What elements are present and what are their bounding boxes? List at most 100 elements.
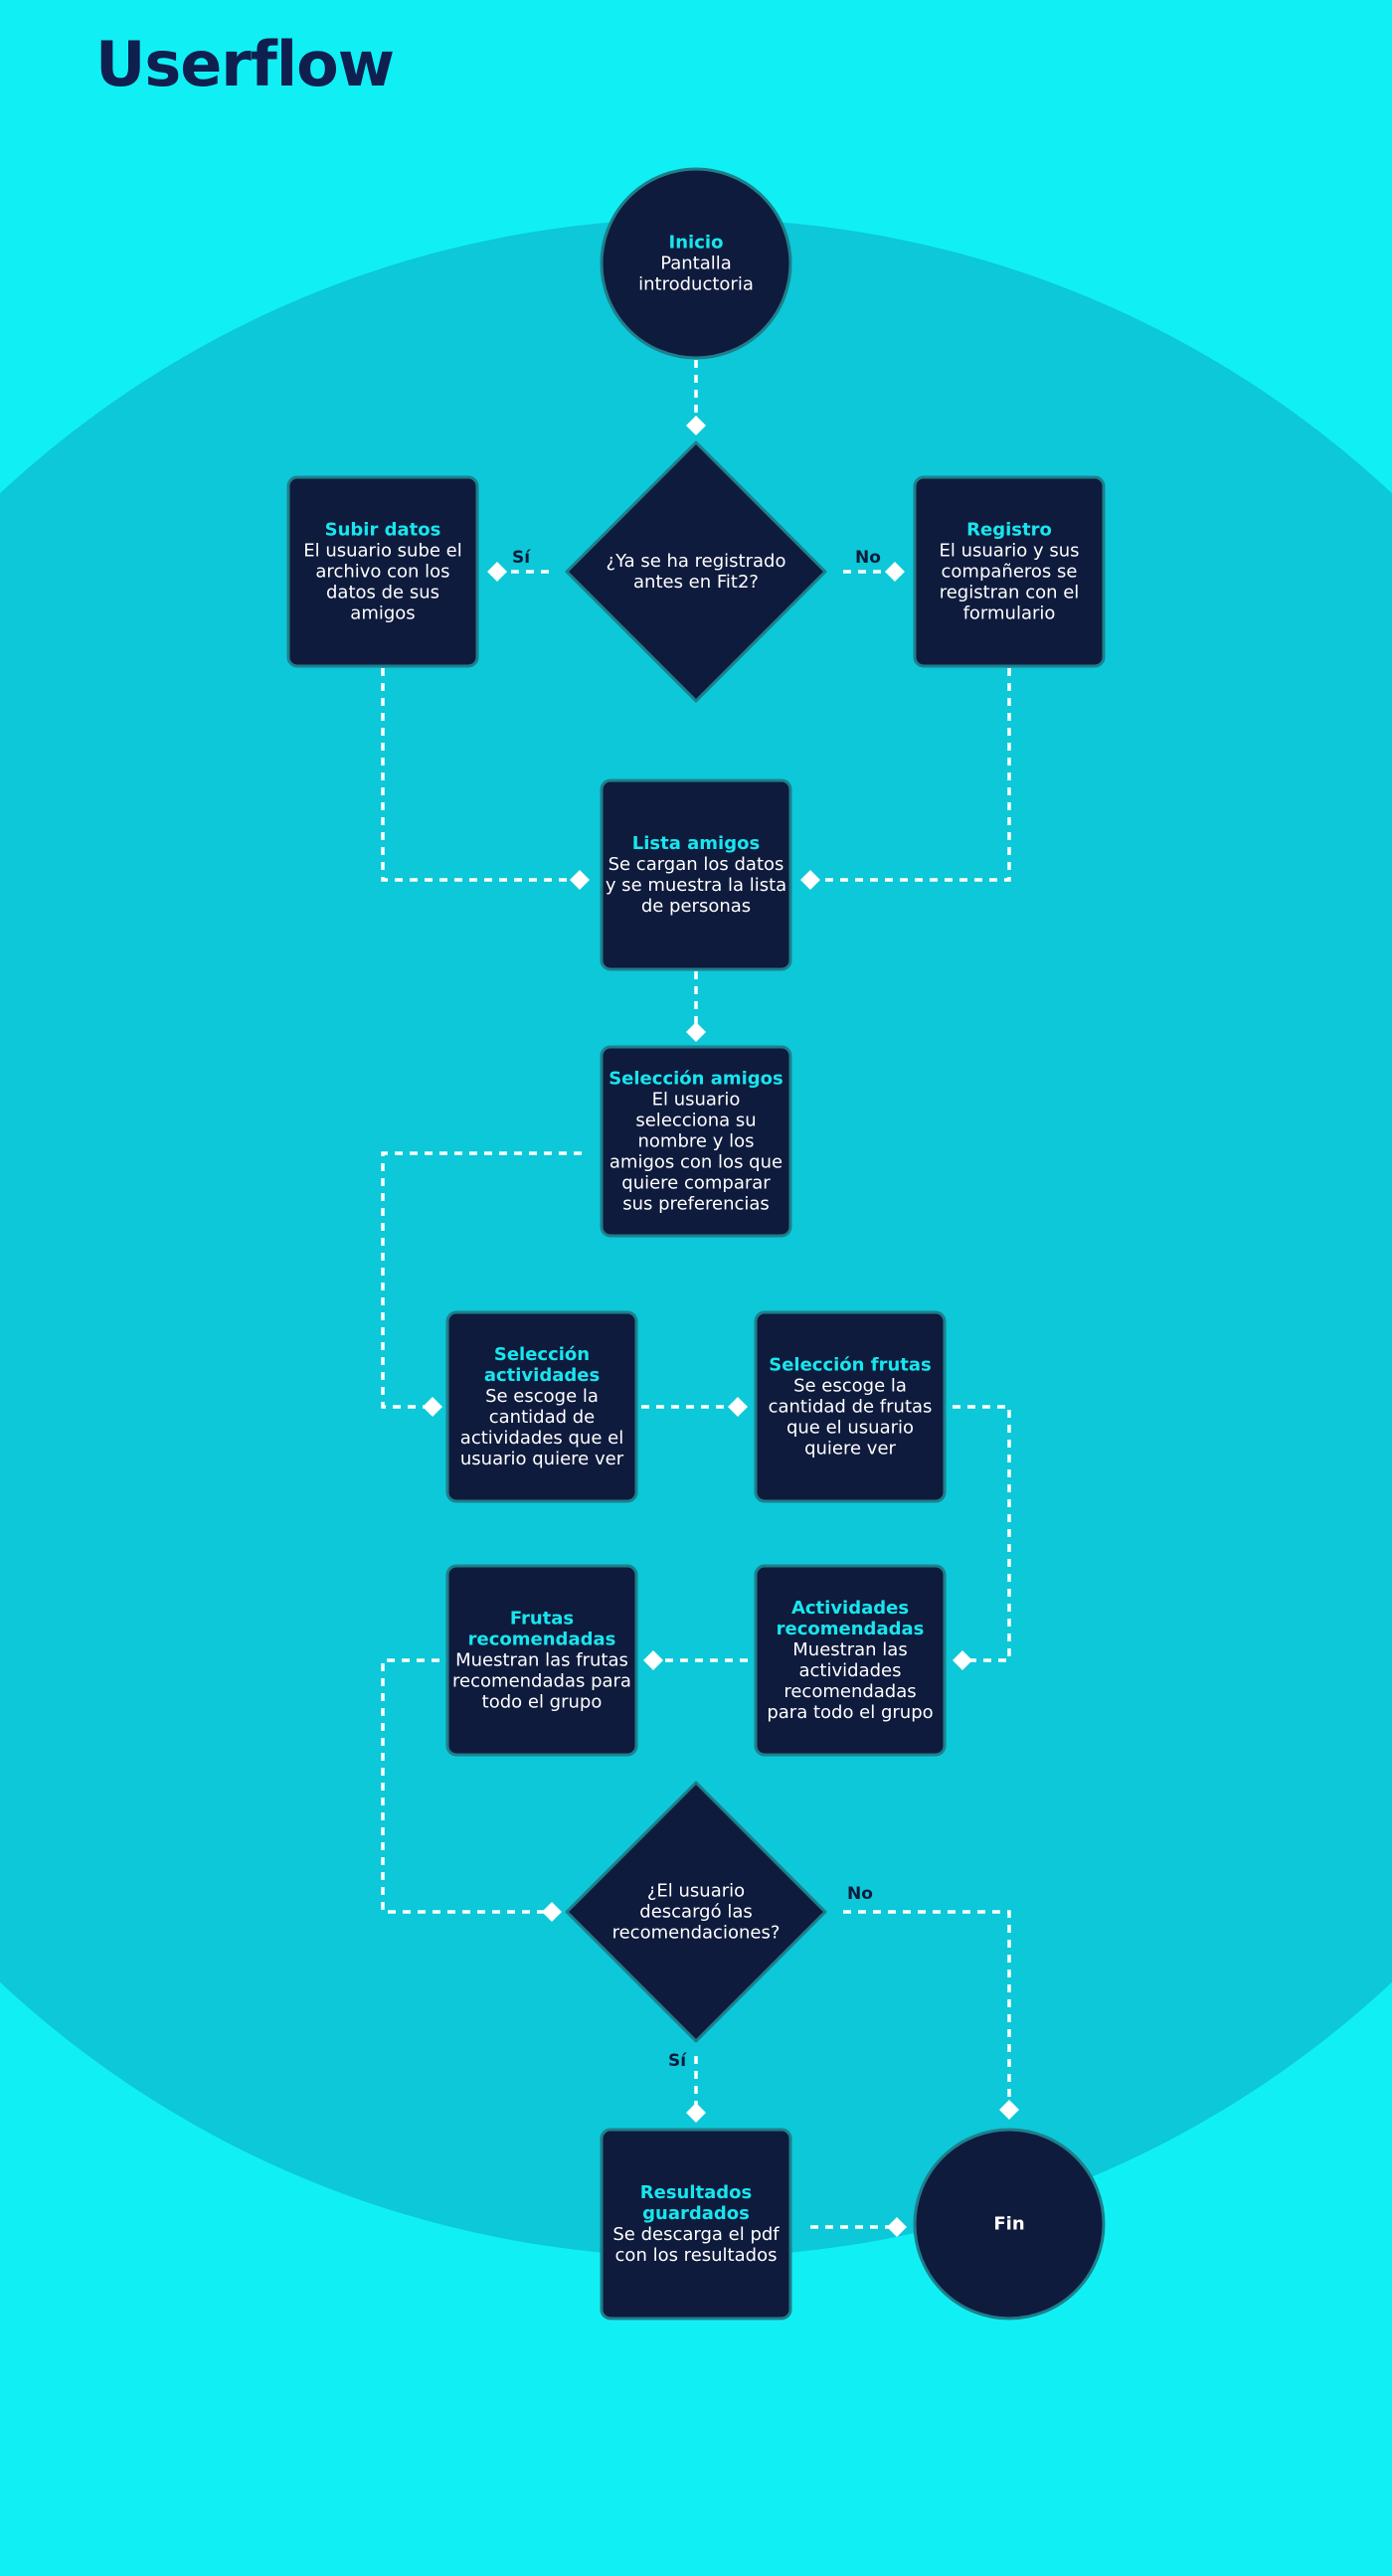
edge-pregunta2-fin <box>843 1910 1011 2110</box>
node-text-line: Se descarga el pdf <box>612 2224 780 2245</box>
edge-label-q2-no: No <box>847 1884 873 1904</box>
node-text-line: nombre y los <box>638 1130 755 1151</box>
node-text-line: Se cargan los datos <box>609 854 784 875</box>
connector-arrowhead <box>800 870 820 890</box>
node-text-line: compañeros se <box>942 561 1078 582</box>
node-text-line: que el usuario <box>786 1417 914 1438</box>
node-box <box>913 475 1106 668</box>
edge-seleccion-amigos-actividades <box>381 1151 582 1409</box>
node-text-line: El usuario <box>652 1089 741 1110</box>
edge-frutas-actividades-rec <box>953 1405 1011 1662</box>
node-title: recomendadas <box>777 1619 925 1639</box>
connector-arrowhead <box>728 1397 748 1417</box>
edge-label-q1-no: No <box>855 548 881 568</box>
node-text-line: todo el grupo <box>482 1691 603 1712</box>
node-title: Selección amigos <box>609 1068 783 1089</box>
node-text-line: ¿El usuario <box>647 1880 745 1901</box>
connector-arrowhead <box>885 562 905 582</box>
node-text-line: El usuario sube el <box>303 540 462 561</box>
edge-subir-datos-lista <box>381 668 580 882</box>
node-box <box>754 1310 947 1503</box>
node-circle <box>913 2128 1106 2320</box>
node-box <box>754 1564 947 1757</box>
connector-arrowhead <box>542 1902 562 1922</box>
node-title: Frutas <box>510 1608 574 1629</box>
node-title: Selección <box>494 1344 590 1365</box>
node-text-line: introductoria <box>638 273 754 294</box>
node-text-line: recomendadas <box>783 1681 916 1702</box>
node-text-line: Se escoge la <box>793 1375 907 1396</box>
node-box <box>600 2128 792 2320</box>
connector-arrowheads <box>423 416 1019 2237</box>
node-title: Selección frutas <box>769 1354 932 1375</box>
node-box <box>286 475 479 668</box>
node-title: guardados <box>642 2203 750 2224</box>
connector-arrowhead <box>887 2217 907 2237</box>
node-text-line: datos de sus <box>326 582 439 602</box>
edge-registro-lista <box>810 668 1011 882</box>
node-text-line: quiere comparar <box>621 1172 771 1193</box>
node-text-line: quiere ver <box>804 1438 896 1459</box>
node-title: recomendadas <box>468 1629 616 1649</box>
node-text-line: formulario <box>963 602 1056 623</box>
node-text-line: amigos <box>350 602 415 623</box>
node-text-line: recomendaciones? <box>612 1922 781 1943</box>
node-text-line: cantidad de frutas <box>769 1396 933 1417</box>
node-text-line: de personas <box>641 896 751 917</box>
edge-label-q1-yes: Sí <box>512 548 531 568</box>
connector-arrowhead <box>953 1650 972 1670</box>
node-text-line: y se muestra la lista <box>606 875 786 896</box>
node-box <box>600 1045 792 1238</box>
node-text-line: antes en Fit2? <box>633 572 759 593</box>
node-text-line: descargó las <box>639 1901 752 1922</box>
node-text-line: con los resultados <box>615 2245 778 2266</box>
node-text-line: usuario quiere ver <box>460 1449 624 1469</box>
connector-arrowhead <box>686 416 706 435</box>
connector-arrowhead <box>686 2103 706 2123</box>
node-title: Lista amigos <box>632 833 760 854</box>
node-text-line: archivo con los <box>315 561 449 582</box>
edge-label-q2-yes: Sí <box>668 2051 687 2071</box>
node-text-line: amigos con los que <box>609 1151 783 1172</box>
node-fin: Fin <box>913 2128 1106 2320</box>
node-diamond <box>565 440 827 703</box>
node-box <box>600 778 792 971</box>
node-text-line: Muestran las <box>792 1639 907 1660</box>
node-text-line: para todo el grupo <box>767 1702 933 1723</box>
connector-arrowhead <box>643 1650 663 1670</box>
node-box <box>445 1564 638 1757</box>
node-title: Registro <box>966 519 1052 540</box>
node-diamond <box>565 1781 827 2043</box>
node-text-line: actividades <box>799 1660 902 1681</box>
node-circle <box>600 167 792 360</box>
connector-arrowhead <box>423 1397 442 1417</box>
node-text-line: selecciona su <box>635 1110 756 1130</box>
node-title: Subir datos <box>325 519 441 540</box>
node-text-line: sus preferencias <box>622 1193 770 1214</box>
node-text-line: recomendadas para <box>452 1670 631 1691</box>
node-title: Actividades <box>791 1598 909 1619</box>
node-text-line: Se escoge la <box>485 1386 599 1407</box>
node-box <box>445 1310 638 1503</box>
page-title: Userflow <box>95 28 395 100</box>
connector-arrowhead <box>686 1022 706 1042</box>
connector-arrowhead <box>570 870 590 890</box>
node-text-line: Pantalla <box>660 253 732 273</box>
node-title: Inicio <box>669 232 724 253</box>
node-title: Resultados <box>640 2182 752 2203</box>
